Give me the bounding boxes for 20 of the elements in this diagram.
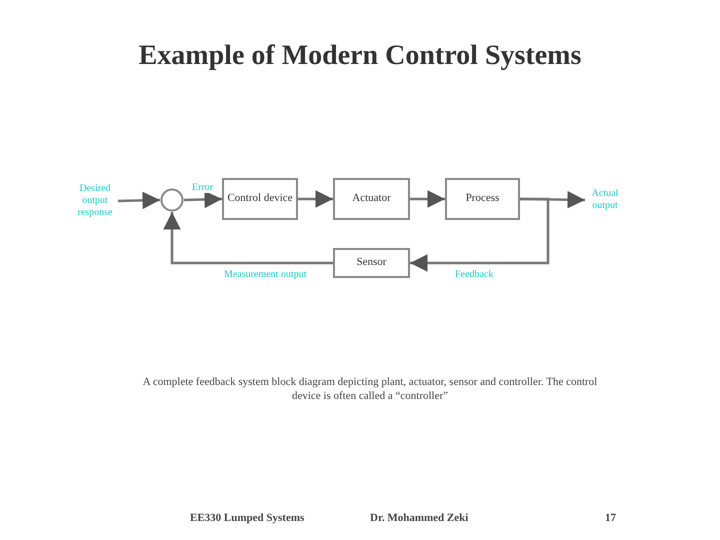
arrow [118,192,160,210]
edge-label: Measurement output [222,269,308,280]
arrow [410,198,550,272]
process-block: Process [445,178,520,220]
figure-caption: A complete feedback system block diagram depicting plant, actuator, sensor and controller. The control device is often called a “controller” [142,375,598,404]
edge-label: Feedback [453,269,496,280]
signal-label: Desired output response [72,180,118,222]
process-block: Sensor [333,248,410,278]
process-block: Actuator [333,178,410,220]
author-footer: Dr. Mohammed Zeki [370,512,468,524]
arrow [410,190,445,208]
process-block: Control device [222,178,298,220]
arrow [163,212,333,264]
arrow [184,190,222,208]
signal-label: Actual output [585,184,625,216]
slide-title: Example of Modern Control Systems [138,40,582,72]
page-number: 17 [605,512,616,524]
arrow [298,190,333,208]
course-footer: EE330 Lumped Systems [190,512,304,524]
edge-label: Error [190,182,216,193]
